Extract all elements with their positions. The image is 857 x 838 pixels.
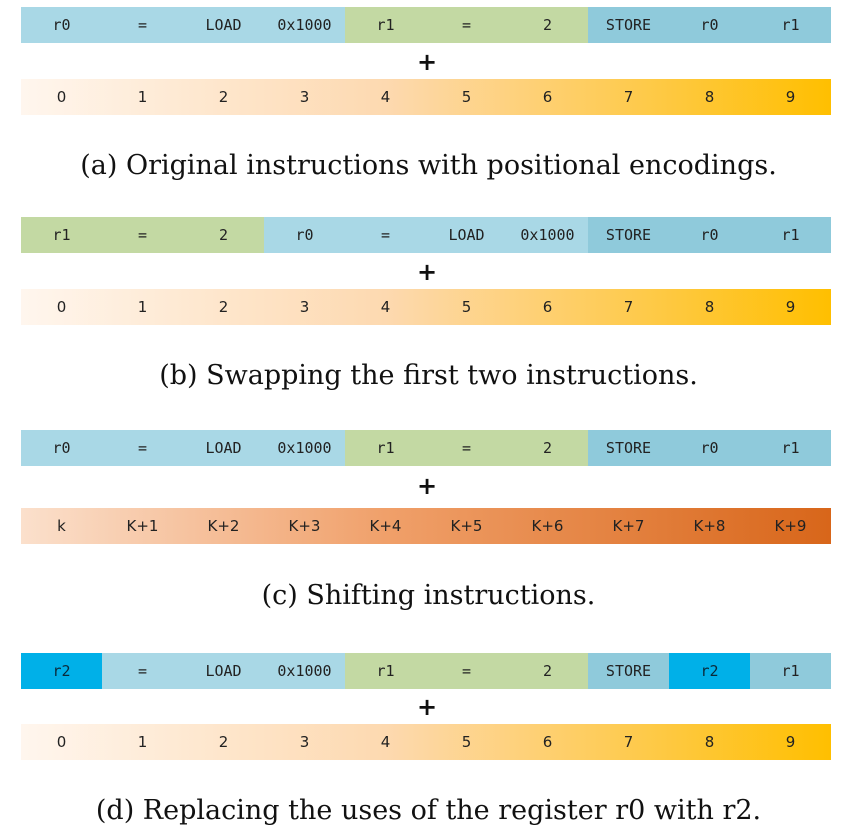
position-cell: K+9 xyxy=(774,517,807,535)
token-cell: r1 xyxy=(345,653,426,689)
position-cell: 5 xyxy=(461,733,472,751)
position-cell: 7 xyxy=(623,298,634,316)
position-cell: k xyxy=(57,517,66,535)
position-cell: 8 xyxy=(704,733,715,751)
position-cell: 1 xyxy=(137,298,148,316)
position-cell: K+8 xyxy=(693,517,726,535)
position-cell: 2 xyxy=(218,88,229,106)
token-cell: 0x1000 xyxy=(264,7,345,43)
position-cell: K+7 xyxy=(612,517,645,535)
position-cell: K+6 xyxy=(531,517,564,535)
token-cell: r2 xyxy=(669,653,750,689)
token-cell: 2 xyxy=(183,217,264,253)
token-cell: r1 xyxy=(345,7,426,43)
position-cell: 8 xyxy=(704,298,715,316)
position-cell: 6 xyxy=(542,733,553,751)
position-cell: 7 xyxy=(623,733,634,751)
position-row-d: 0 1 2 3 4 5 6 7 8 9 xyxy=(21,724,831,760)
token-cell: 0x1000 xyxy=(507,217,588,253)
position-cell: 3 xyxy=(299,733,310,751)
token-cell: r0 xyxy=(21,7,102,43)
token-cell: STORE xyxy=(588,430,669,466)
token-cell: r1 xyxy=(750,217,831,253)
token-cell: r0 xyxy=(669,430,750,466)
token-cell: STORE xyxy=(588,217,669,253)
token-cell: r1 xyxy=(750,7,831,43)
token-cell: 0x1000 xyxy=(264,653,345,689)
position-cell: 4 xyxy=(380,88,391,106)
token-cell: 2 xyxy=(507,430,588,466)
position-cell: 5 xyxy=(461,298,472,316)
token-cell: LOAD xyxy=(183,430,264,466)
token-cell: = xyxy=(102,653,183,689)
position-cell: K+5 xyxy=(450,517,483,535)
token-cell: r0 xyxy=(21,430,102,466)
token-cell: LOAD xyxy=(183,7,264,43)
token-cell: = xyxy=(102,7,183,43)
position-cell: K+2 xyxy=(207,517,240,535)
position-cell: 4 xyxy=(380,733,391,751)
token-cell: LOAD xyxy=(183,653,264,689)
position-cell: 6 xyxy=(542,88,553,106)
token-cell: = xyxy=(426,653,507,689)
position-cell: 3 xyxy=(299,88,310,106)
position-cell: 1 xyxy=(137,733,148,751)
position-row-b: 0 1 2 3 4 5 6 7 8 9 xyxy=(21,289,831,325)
position-cell: K+3 xyxy=(288,517,321,535)
position-cell: 9 xyxy=(785,733,796,751)
position-cell: 5 xyxy=(461,88,472,106)
token-cell: STORE xyxy=(588,653,669,689)
position-cell: 0 xyxy=(56,298,67,316)
token-cell: r1 xyxy=(750,653,831,689)
token-cell: r1 xyxy=(750,430,831,466)
token-cell: = xyxy=(102,217,183,253)
token-cell: STORE xyxy=(588,7,669,43)
position-row-a: 0 1 2 3 4 5 6 7 8 9 xyxy=(21,79,831,115)
token-cell: r1 xyxy=(21,217,102,253)
token-cell: 2 xyxy=(507,7,588,43)
token-cell: = xyxy=(426,430,507,466)
token-cell: = xyxy=(426,7,507,43)
position-cell: K+4 xyxy=(369,517,402,535)
position-cell: 0 xyxy=(56,733,67,751)
position-cell: 0 xyxy=(56,88,67,106)
token-cell: r0 xyxy=(669,217,750,253)
caption-d: (d) Replacing the uses of the register r… xyxy=(95,795,762,826)
caption-b: (b) Swapping the first two instructions. xyxy=(159,360,698,391)
position-cell: 8 xyxy=(704,88,715,106)
plus-icon: + xyxy=(416,258,438,286)
position-cell: 2 xyxy=(218,733,229,751)
token-cell: 0x1000 xyxy=(264,430,345,466)
token-cell: = xyxy=(102,430,183,466)
position-cell: 1 xyxy=(137,88,148,106)
position-cell: 7 xyxy=(623,88,634,106)
position-cell: 6 xyxy=(542,298,553,316)
caption-c: (c) Shifting instructions. xyxy=(261,580,596,611)
token-cell: r0 xyxy=(264,217,345,253)
plus-icon: + xyxy=(416,693,438,721)
caption-a: (a) Original instructions with positiona… xyxy=(80,150,777,181)
position-cell: 2 xyxy=(218,298,229,316)
position-cell: 4 xyxy=(380,298,391,316)
position-cell: 9 xyxy=(785,88,796,106)
position-cell: K+1 xyxy=(126,517,159,535)
token-cell: r0 xyxy=(669,7,750,43)
token-cell: r1 xyxy=(345,430,426,466)
plus-icon: + xyxy=(416,48,438,76)
token-cell: = xyxy=(345,217,426,253)
token-cell: LOAD xyxy=(426,217,507,253)
token-cell: r2 xyxy=(21,653,102,689)
plus-icon: + xyxy=(416,472,438,500)
position-cell: 9 xyxy=(785,298,796,316)
position-cell: 3 xyxy=(299,298,310,316)
token-cell: 2 xyxy=(507,653,588,689)
position-row-c: k K+1 K+2 K+3 K+4 K+5 K+6 K+7 K+8 K+9 xyxy=(21,508,831,544)
